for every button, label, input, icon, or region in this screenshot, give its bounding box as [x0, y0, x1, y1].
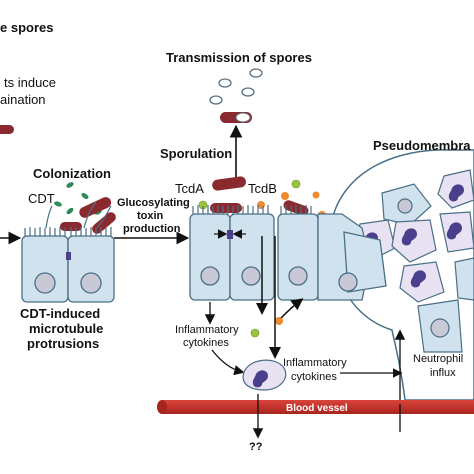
free-spores [209, 68, 263, 105]
glucosylating-line1: Glucosylating [117, 197, 190, 209]
sporulating-bacterium [220, 112, 252, 123]
colonizing-bacteria [60, 197, 116, 234]
blood-vessel [162, 400, 474, 414]
glucosylating-line3: production [123, 223, 181, 235]
induce-label-line1: ts induce [4, 75, 56, 90]
vessel-end [157, 400, 167, 414]
blood-vessel-label: Blood vessel [286, 403, 348, 414]
neutrophil-cell [391, 219, 437, 263]
spores-title: e spores [0, 20, 53, 35]
unknown-label: ?? [249, 441, 263, 453]
epithelial-cell [189, 213, 231, 301]
tcdb-label: TcdB [248, 181, 277, 196]
microvilli-left [24, 227, 112, 236]
cdt-induced-line2: microtubule [29, 321, 103, 336]
tcda-label: TcdA [175, 181, 204, 196]
cdt-induced-line3: protrusions [27, 336, 99, 351]
spore [241, 87, 255, 97]
left-bacterium [0, 125, 14, 134]
neutrophil-in-lamina [242, 359, 287, 391]
sporulation-label: Sporulation [160, 146, 232, 161]
junction-marker [66, 252, 71, 260]
pseudomembrane-label: Pseudomembra [373, 138, 471, 153]
inflam-2-line1: Inflammatory [283, 357, 347, 369]
inflam-1-line2: cytokines [183, 337, 229, 349]
microtubule-protrusions [45, 201, 112, 229]
spore [249, 68, 263, 78]
neutrophil-line2: influx [430, 367, 456, 379]
left-epithelium [21, 235, 115, 303]
inflam-2-line2: cytokines [291, 371, 337, 383]
epithelial-cell [277, 213, 319, 301]
tight-junction [214, 229, 246, 239]
glucosylating-line2: toxin [137, 210, 164, 222]
colonization-label: Colonization [33, 166, 111, 181]
inflam-1-line1: Inflammatory [175, 324, 239, 336]
epithelial-cell [454, 257, 474, 301]
translocation-arrows [256, 236, 304, 359]
microvilli-middle [192, 205, 312, 214]
spore [218, 78, 232, 88]
epithelial-cell [229, 213, 275, 301]
cdt-label: CDT [28, 191, 55, 206]
induce-label-line2: aination [0, 92, 46, 107]
transmission-label: Transmission of spores [166, 50, 312, 65]
neutrophil-line1: Neutrophil [413, 353, 463, 365]
spore [209, 95, 223, 105]
middle-epithelium [189, 213, 387, 301]
neutrophil-cell [399, 261, 445, 303]
cytokine-to-neutrophil-arrow [211, 349, 245, 376]
cdt-induced-line1: CDT-induced [20, 306, 100, 321]
